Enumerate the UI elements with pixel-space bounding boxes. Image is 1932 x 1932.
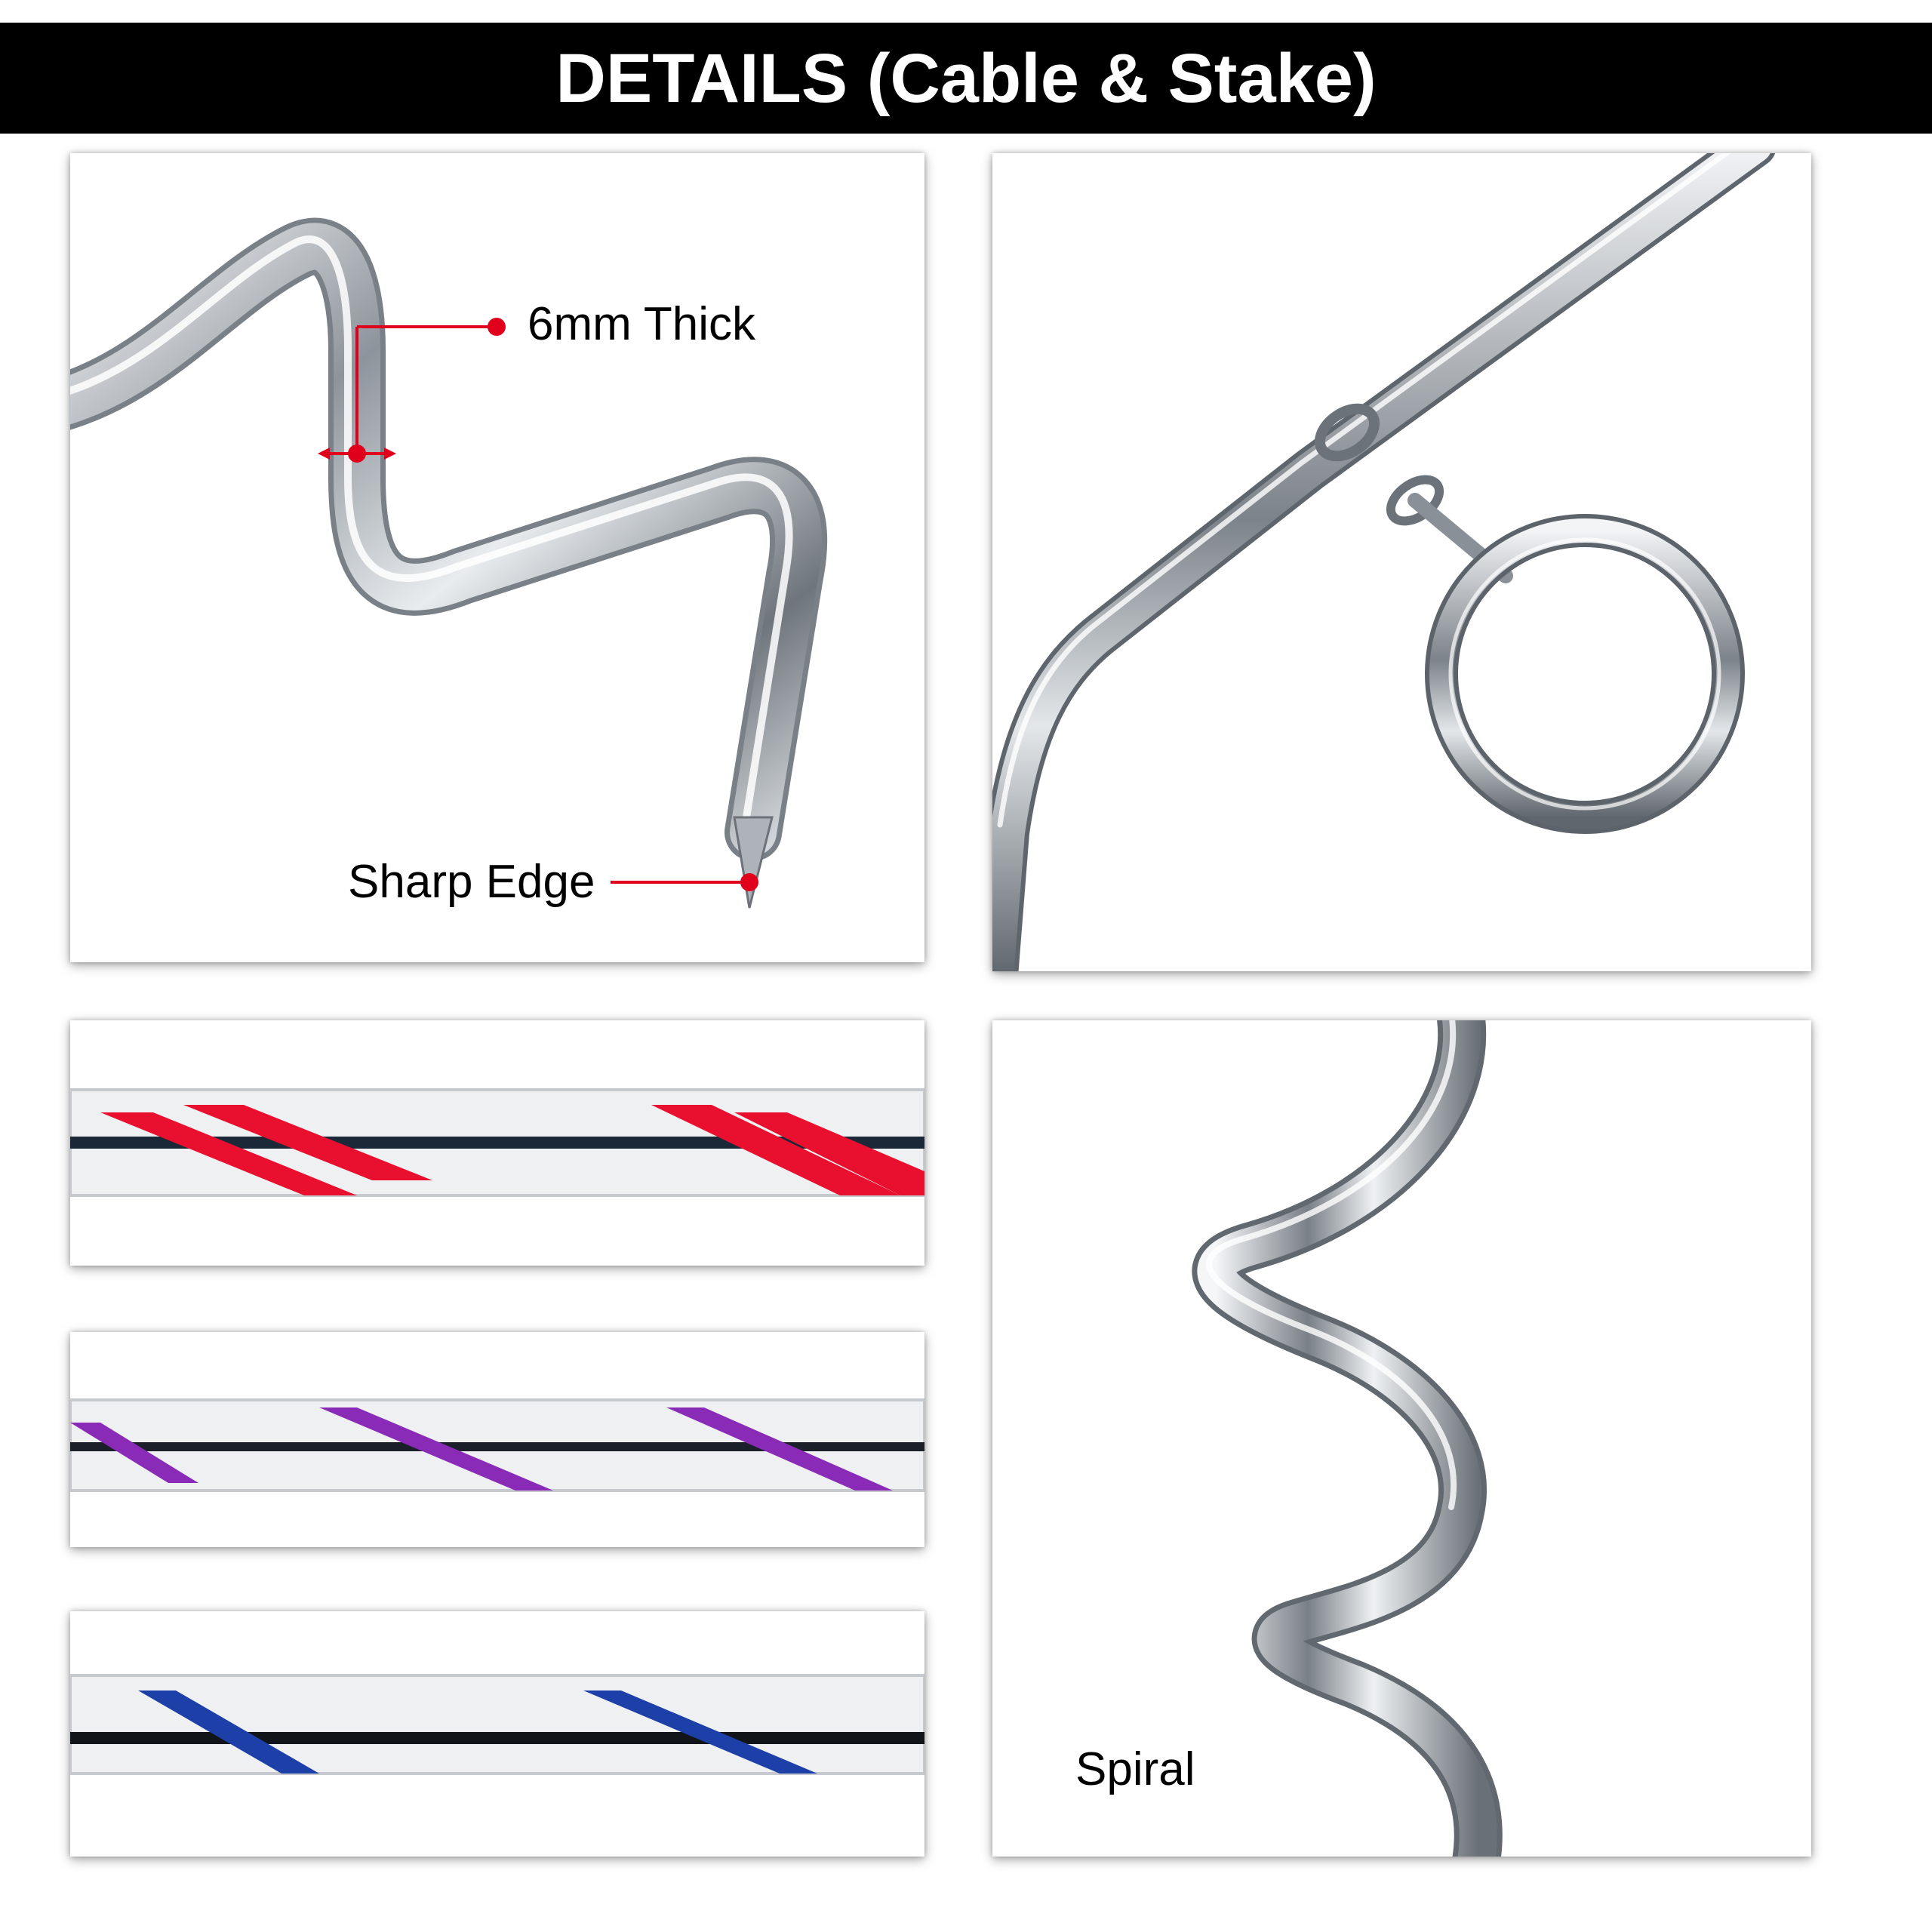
spiral-panel: Spiral [992,1020,1811,1857]
stake-closeup-panel: 6mm Thick Sharp Edge [70,153,924,962]
page-title: DETAILS (Cable & Stake) [555,39,1377,117]
cable-blue-panel [70,1611,924,1857]
thickness-label: 6mm Thick [528,298,756,350]
cable-red-image [70,1088,924,1197]
swivel-ring-image [992,153,1775,971]
cable-purple-stripes [70,1407,893,1491]
thickness-marker [318,318,506,463]
edge-marker [611,873,758,891]
title-bar: DETAILS (Cable & Stake) [0,23,1932,134]
cable-red-panel [70,1020,924,1266]
cable-blue-image [70,1674,924,1775]
cable-purple-panel [70,1332,924,1547]
spiral-label: Spiral [1075,1743,1195,1795]
stake-closeup-image [70,217,828,909]
cable-purple-image [70,1398,924,1492]
cable-blue-stripes [138,1690,817,1774]
cable-red-stripes [100,1105,924,1195]
spiral-image [1192,1020,1503,1857]
swivel-ring-panel [992,153,1811,971]
edge-label: Sharp Edge [348,856,595,908]
